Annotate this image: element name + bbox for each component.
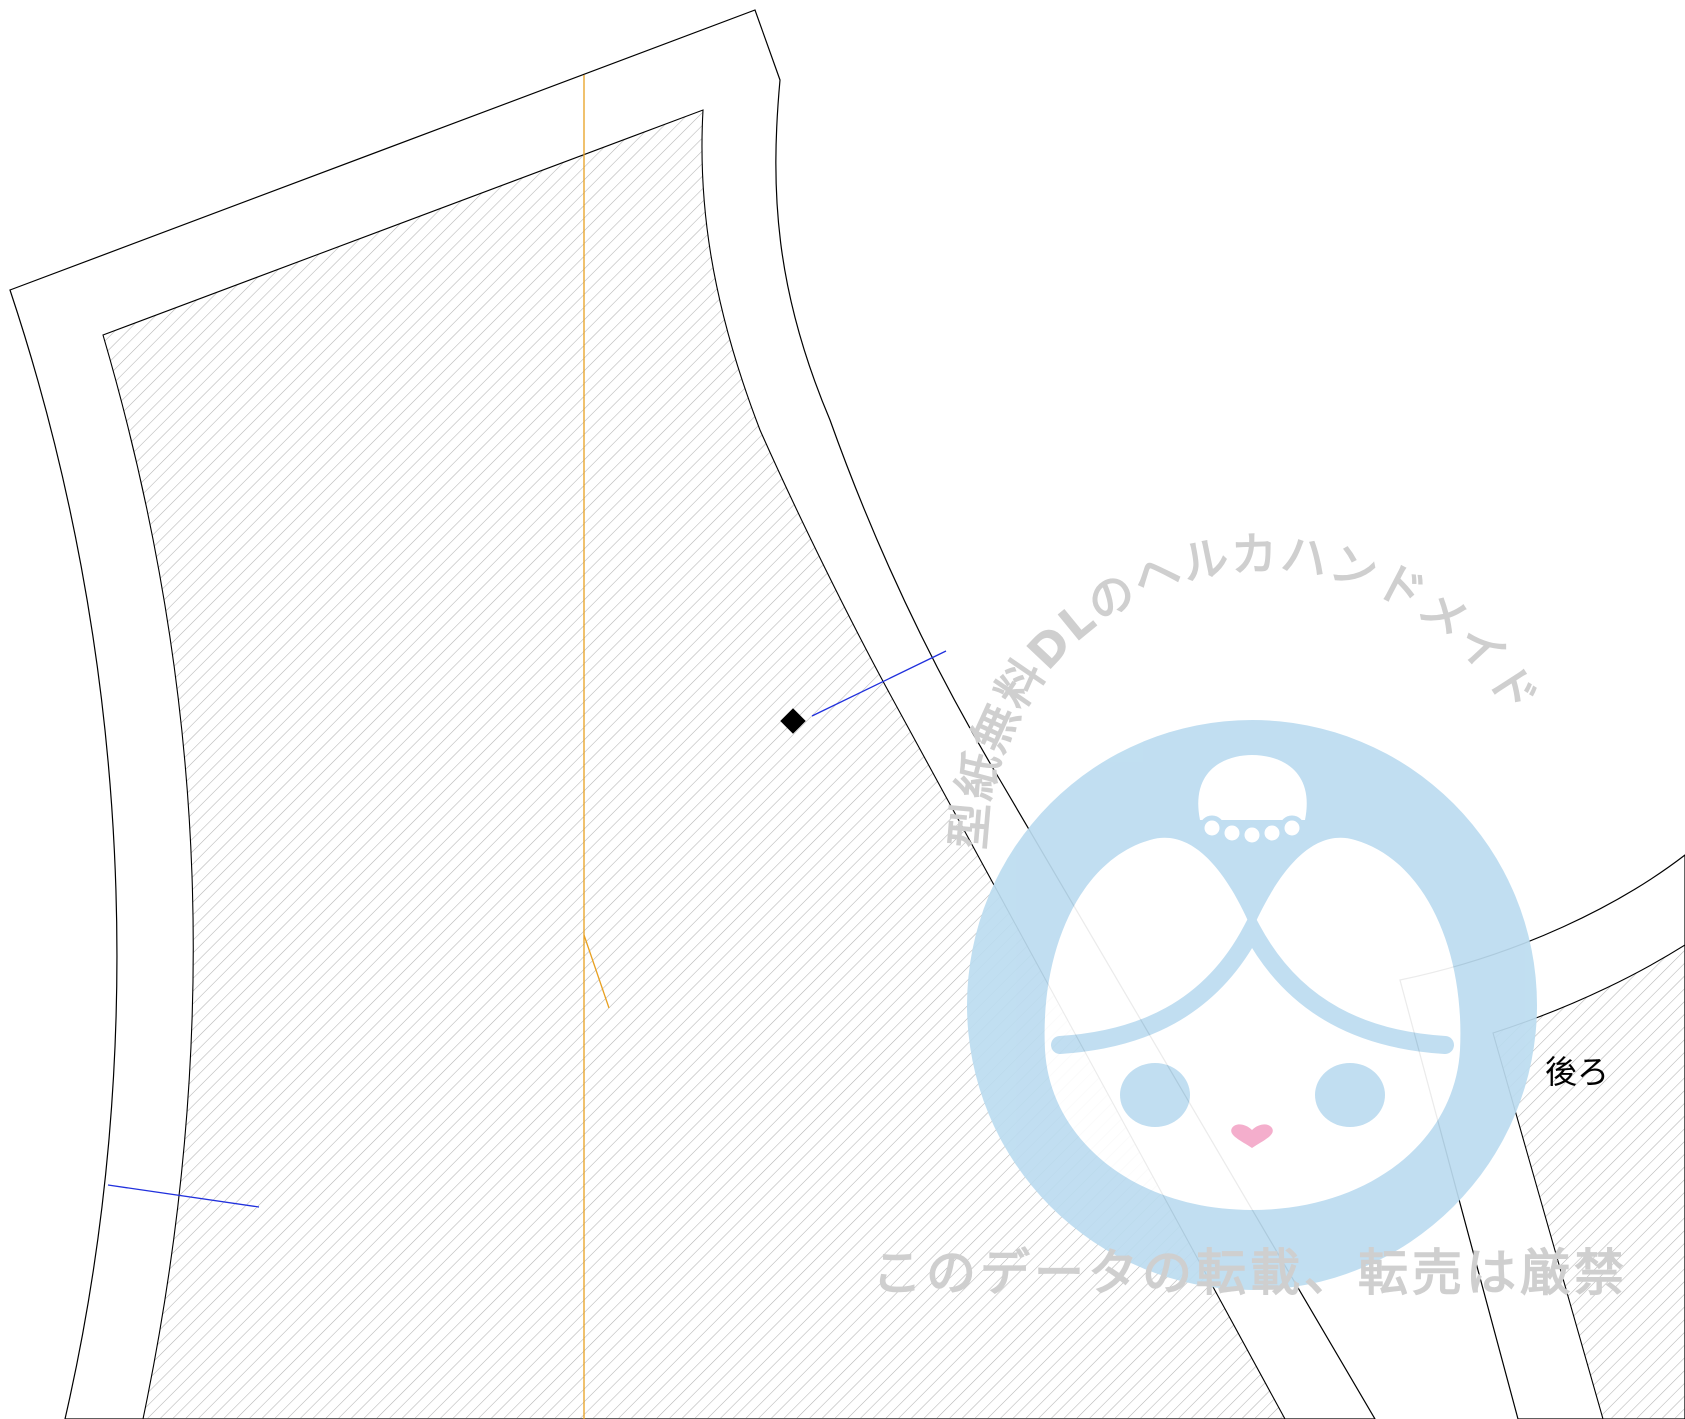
- notch-mark-side: [107, 1184, 260, 1208]
- watermark-bottom-text: このデータの転載、転売は厳禁: [872, 1244, 1628, 1302]
- logo-bun-icon: [1198, 755, 1307, 820]
- logo-mouth-heart-icon: [1231, 1124, 1273, 1148]
- logo-cheek-left: [1120, 1063, 1190, 1127]
- notch-mark-armhole: [811, 650, 947, 717]
- back-piece-label: 後ろ: [1545, 1053, 1609, 1091]
- logo-cheek-right: [1315, 1063, 1385, 1127]
- logo-hair-line: [1051, 910, 1454, 1054]
- grainline-arrow-tick: [583, 934, 610, 1009]
- logo-pearls-icon: [1199, 815, 1305, 848]
- watermark-logo: [967, 720, 1537, 1290]
- match-point-diamond-icon: [780, 708, 806, 734]
